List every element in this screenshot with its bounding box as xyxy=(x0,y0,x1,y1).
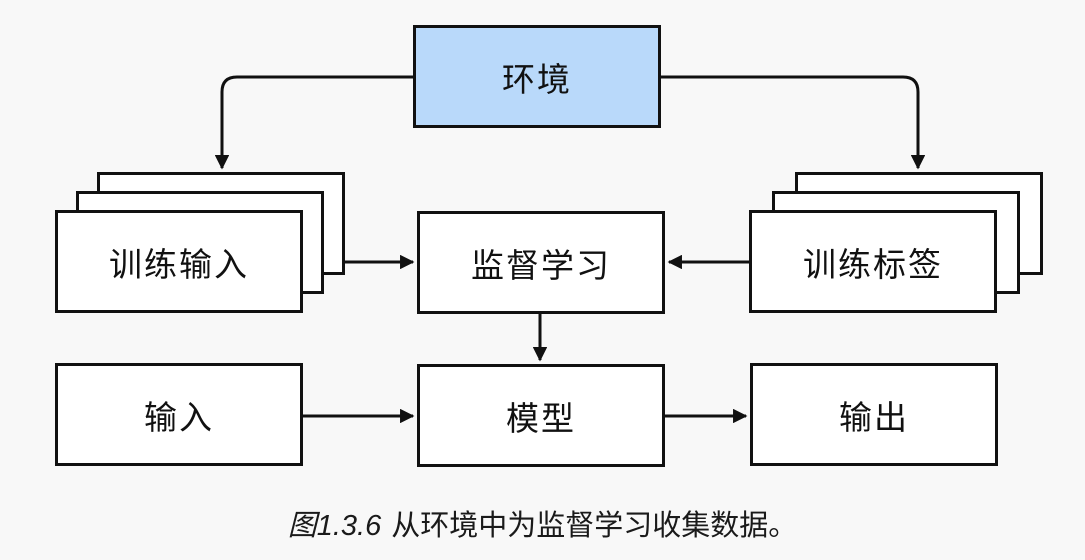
node-environment-label: 环境 xyxy=(502,60,572,98)
node-output: 输出 xyxy=(750,363,998,466)
node-input: 输入 xyxy=(55,363,303,466)
node-environment: 环境 xyxy=(413,25,661,128)
node-model: 模型 xyxy=(417,364,665,467)
arrow-environment-to-training-labels xyxy=(661,75,926,170)
figure-caption: 图1.3.6 从环境中为监督学习收集数据。 xyxy=(0,502,1085,544)
node-training-inputs: 训练输入 xyxy=(55,210,303,313)
figure-caption-number: 图1.3.6 xyxy=(287,510,382,542)
node-training-inputs-label: 训练输入 xyxy=(109,245,249,283)
arrow-environment-to-training-inputs xyxy=(214,75,413,170)
node-training-labels: 训练标签 xyxy=(749,210,997,313)
node-model-label: 模型 xyxy=(506,399,576,437)
node-supervised-learning: 监督学习 xyxy=(417,211,665,314)
node-training-labels-label: 训练标签 xyxy=(803,245,943,283)
figure-caption-text: 从环境中为监督学习收集数据。 xyxy=(391,510,798,542)
node-supervised-learning-label: 监督学习 xyxy=(471,246,611,284)
node-output-label: 输出 xyxy=(839,398,909,436)
node-input-label: 输入 xyxy=(144,398,214,436)
